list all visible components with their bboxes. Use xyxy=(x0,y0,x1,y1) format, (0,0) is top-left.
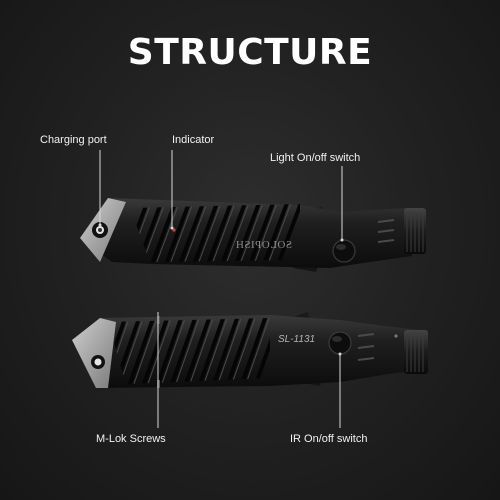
ir-switch-button xyxy=(328,331,352,355)
flashlight-top: SOLOPISH xyxy=(80,198,426,272)
page-title: STRUCTURE xyxy=(127,32,373,73)
indicator-light xyxy=(172,228,176,232)
callout-mlok-screws: M-Lok Screws xyxy=(96,433,166,445)
flashlight-bottom: SL-1131 xyxy=(72,312,428,388)
callout-ir-switch: IR On/off switch xyxy=(290,433,368,445)
callout-light-switch: Light On/off switch xyxy=(270,152,361,164)
light-switch-button xyxy=(332,239,356,263)
callout-charging-port: Charging port xyxy=(40,134,107,146)
model-print: SL-1131 xyxy=(278,334,315,345)
callout-indicator: Indicator xyxy=(172,134,215,146)
end-cap xyxy=(404,330,428,374)
brand-print: SOLOPISH xyxy=(235,239,292,251)
lens-face xyxy=(72,318,116,388)
